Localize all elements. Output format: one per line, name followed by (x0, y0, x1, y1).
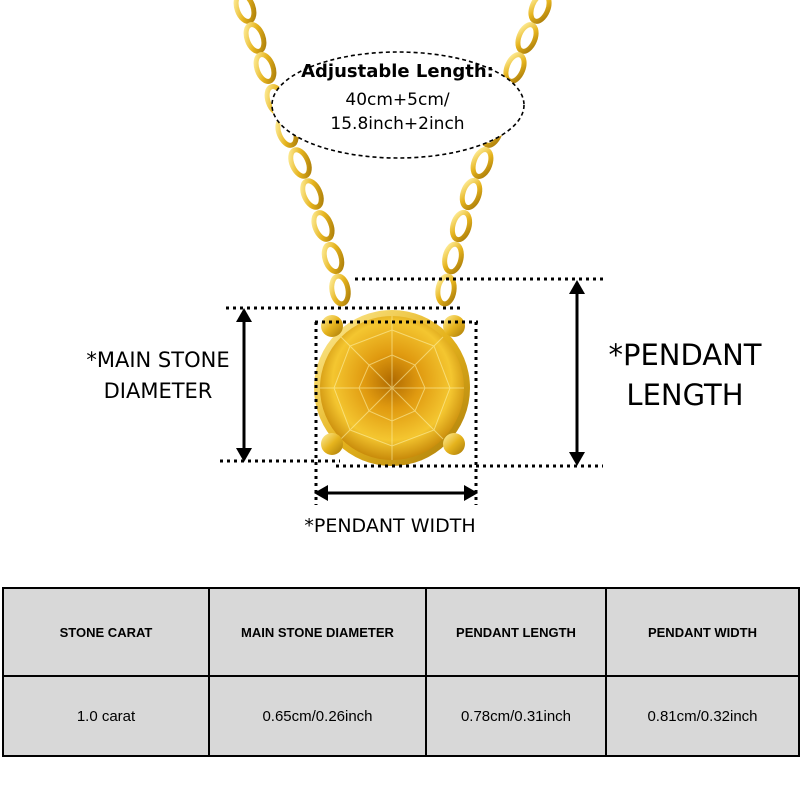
table-header-row: STONE CARAT MAIN STONE DIAMETER PENDANT … (2, 587, 800, 677)
measurement-guides (220, 277, 603, 505)
adjustable-length-callout (271, 51, 525, 159)
right-chain (435, 0, 552, 307)
header-stone-carat: STONE CARAT (2, 587, 210, 677)
adjustable-length-line2: 15.8inch+2inch (330, 114, 465, 134)
necklace-illustration (220, 0, 603, 505)
header-main-stone-diameter: MAIN STONE DIAMETER (208, 587, 427, 677)
table-row: 1.0 carat 0.65cm/0.26inch 0.78cm/0.31inc… (2, 675, 800, 757)
main-stone-arrow (236, 308, 252, 462)
spec-table: STONE CARAT MAIN STONE DIAMETER PENDANT … (2, 587, 800, 757)
cell-pendant-width: 0.81cm/0.32inch (605, 675, 800, 757)
main-stone-label-line2: DIAMETER (103, 379, 213, 403)
pendant-length-label-line1: *PENDANT (608, 338, 762, 372)
cell-stone-carat: 1.0 carat (2, 675, 210, 757)
header-pendant-length: PENDANT LENGTH (425, 587, 607, 677)
pendant (314, 310, 470, 466)
adjustable-length-line1: 40cm+5cm/ (345, 90, 450, 110)
pendant-width-arrow (314, 485, 478, 501)
adjustable-length-title: Adjustable Length: (301, 61, 494, 82)
left-chain (233, 0, 351, 307)
cell-pendant-length: 0.78cm/0.31inch (425, 675, 607, 757)
pendant-length-arrow (569, 280, 585, 466)
main-stone-label-line1: *MAIN STONE (86, 348, 230, 372)
header-pendant-width: PENDANT WIDTH (605, 587, 800, 677)
pendant-width-label: *PENDANT WIDTH (304, 515, 476, 537)
pendant-length-label-line2: LENGTH (626, 378, 744, 412)
cell-main-stone-diameter: 0.65cm/0.26inch (208, 675, 427, 757)
